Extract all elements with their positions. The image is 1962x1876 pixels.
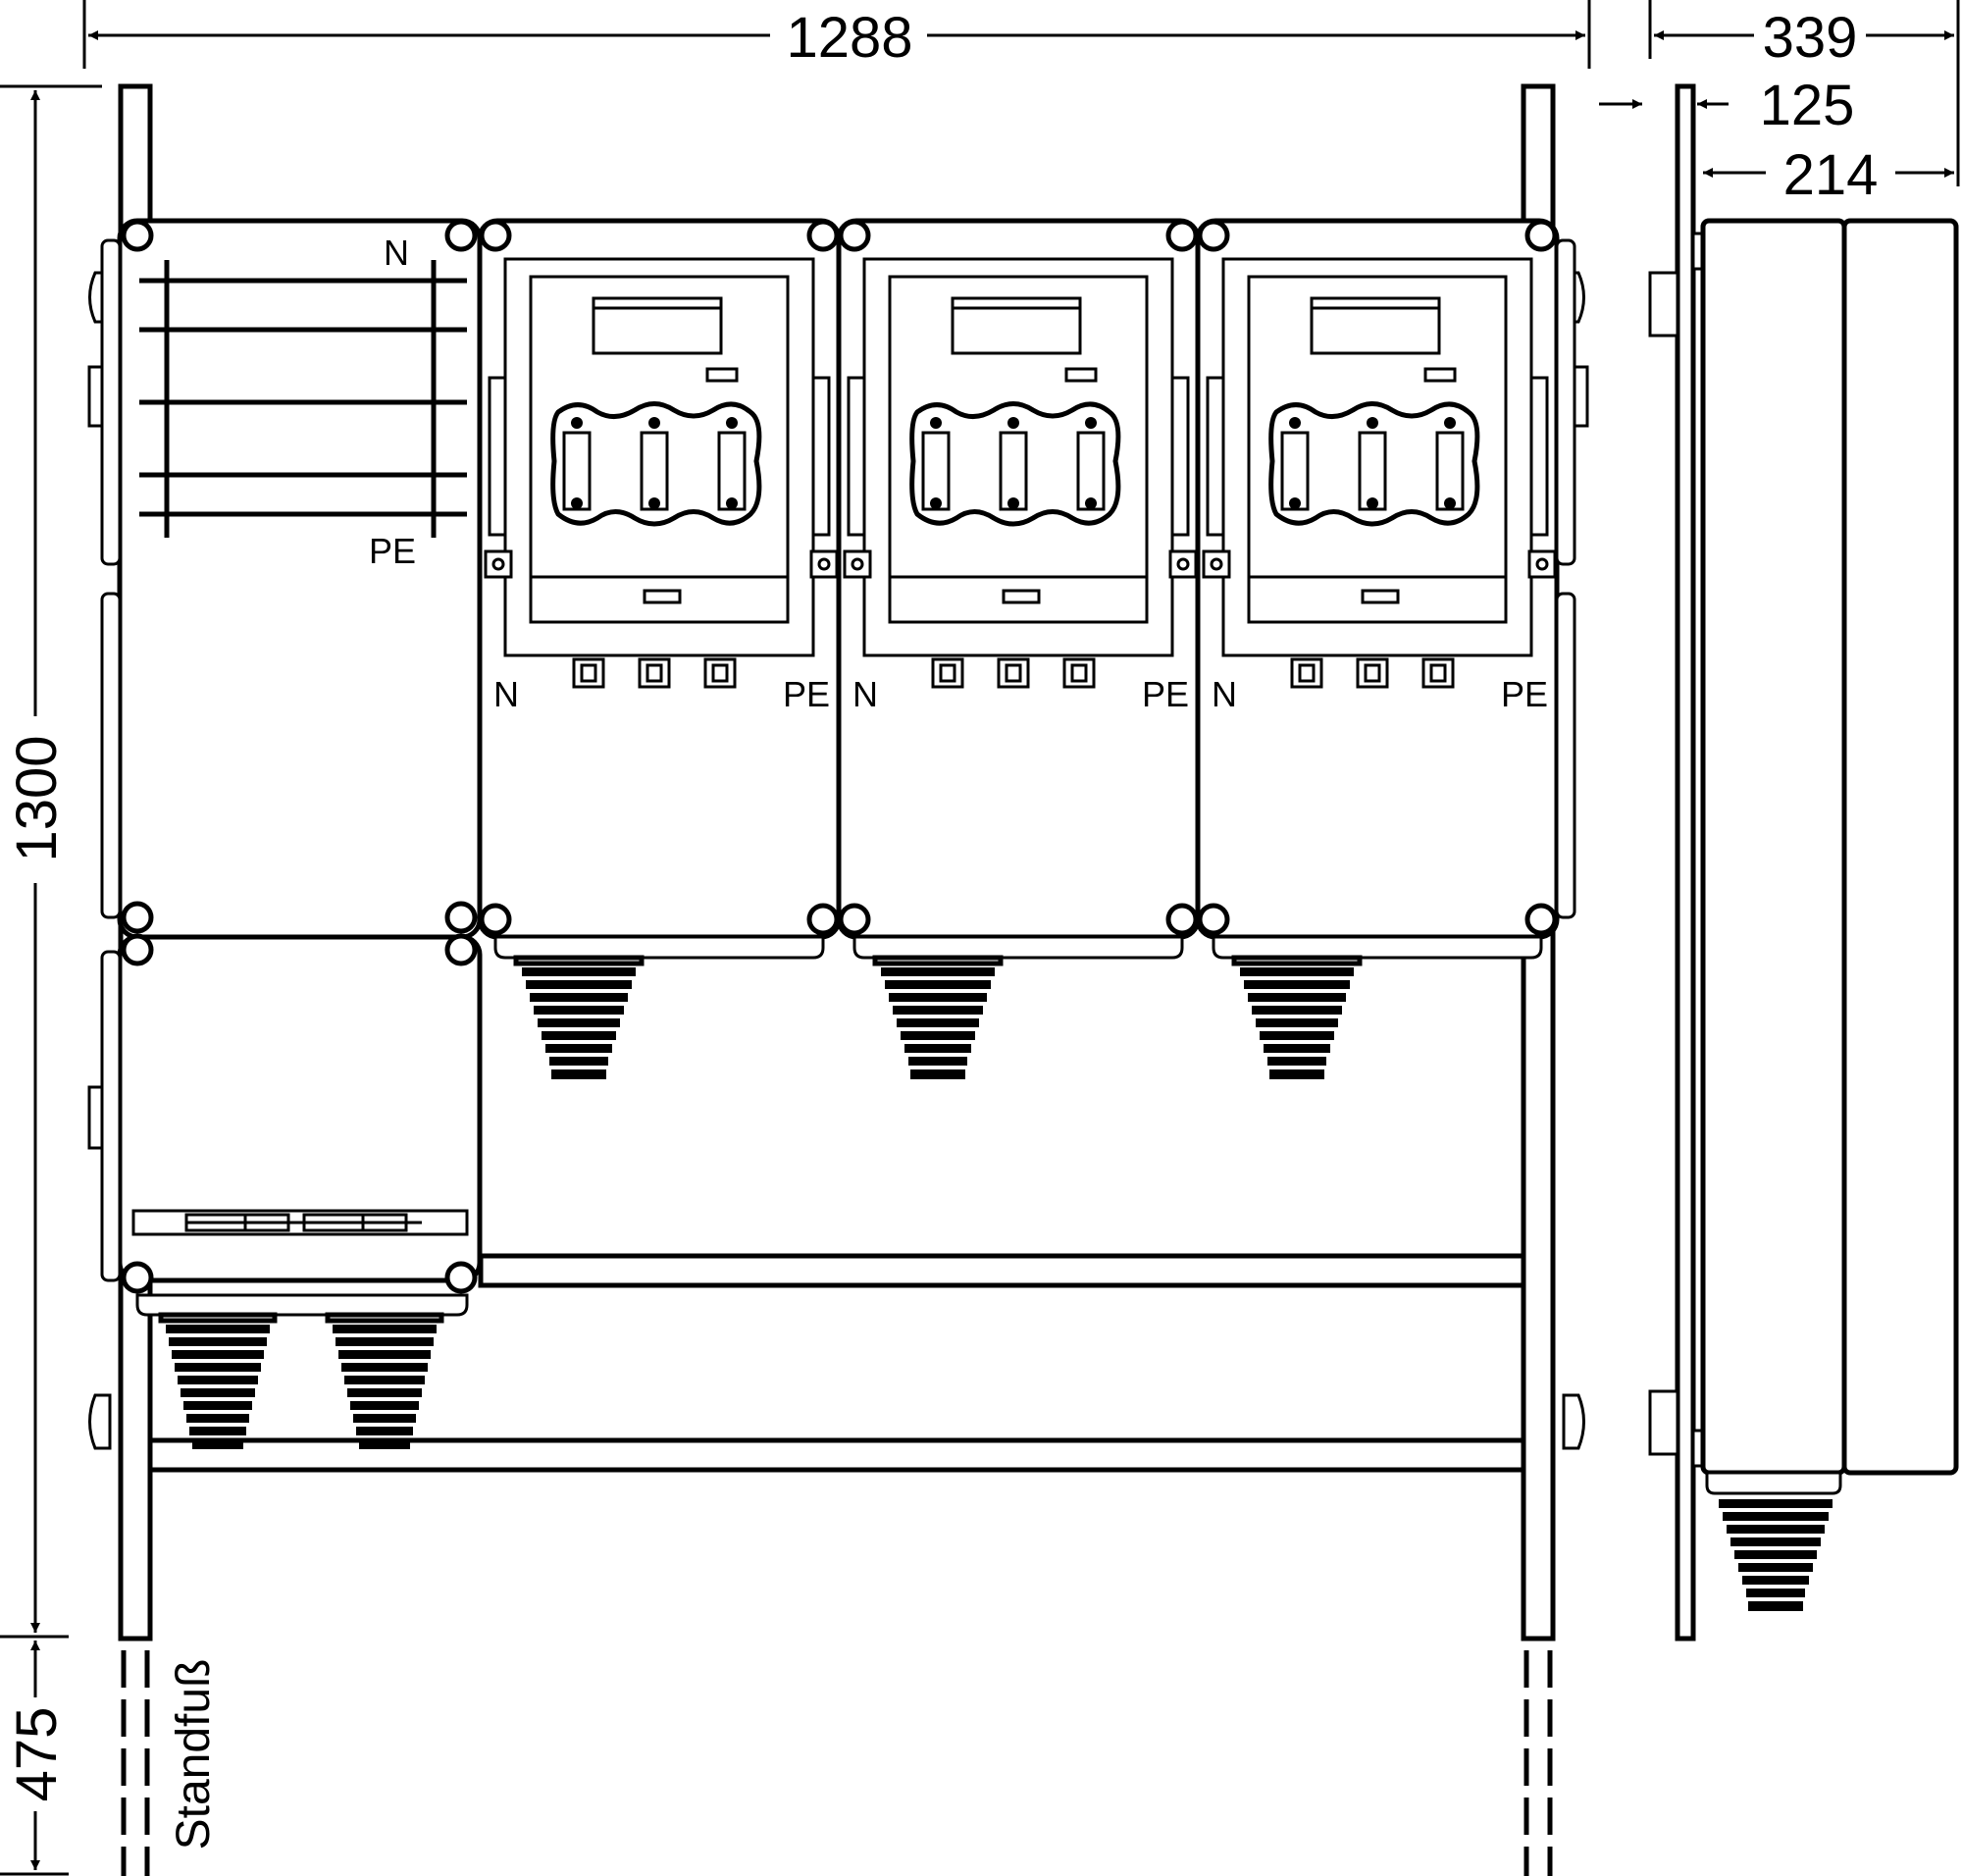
switch-3-pe-label: PE [1501,674,1548,714]
right-side-fixtures [1555,238,1589,919]
cable-glands-left [158,1312,444,1449]
switch-module-1 [477,218,842,960]
switch-module-3 [1195,218,1560,960]
cable-glands-switch [513,955,1363,1079]
switch-2-neutral-label: N [852,674,878,714]
busbar-pe-label: PE [369,531,416,571]
dimension-depth-mounting: 125 [1760,74,1855,137]
terminal-module [87,933,483,1317]
dimension-total-width: 1288 [786,6,912,70]
switch-1-neutral-label: N [493,674,519,714]
dimension-height: 1300 [5,735,69,861]
dimension-depth-total: 339 [1763,6,1858,70]
busbar-neutral-label: N [384,233,409,273]
foot-label: Standfuß [168,1659,220,1850]
dimension-depth-enclosure: 214 [1783,143,1879,207]
switch-module-2 [836,218,1201,960]
switch-3-neutral-label: N [1212,674,1237,714]
side-view [1648,83,1959,1642]
switch-1-pe-label: PE [783,674,830,714]
switch-2-pe-label: PE [1142,674,1189,714]
dimension-foot-height: 475 [5,1707,69,1802]
busbar-module [87,218,483,940]
